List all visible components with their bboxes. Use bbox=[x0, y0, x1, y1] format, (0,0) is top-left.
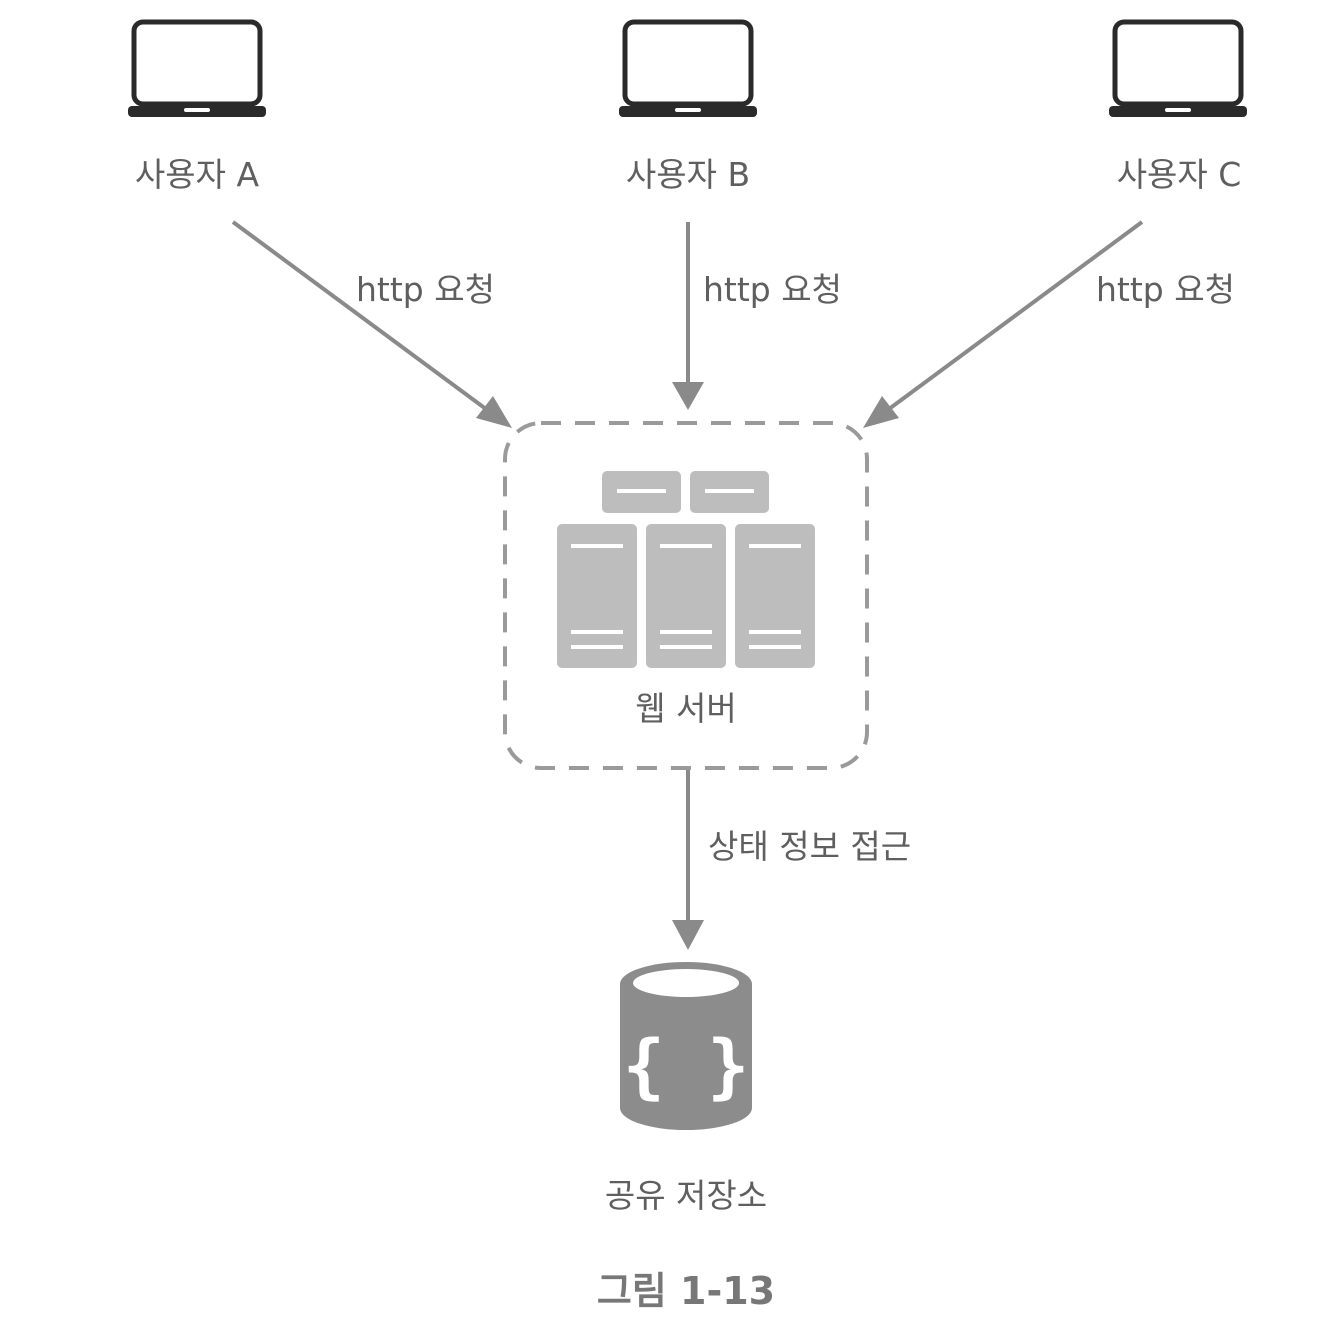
shared-storage-label: 공유 저장소 bbox=[605, 1176, 767, 1215]
arrow-user-c-to-server bbox=[863, 220, 1144, 428]
state-access-label: 상태 정보 접근 bbox=[708, 827, 911, 866]
laptop-icon bbox=[619, 19, 757, 117]
figure-caption: 그림 1-13 bbox=[597, 1269, 775, 1313]
arrow-user-b-to-server bbox=[672, 222, 704, 410]
laptop-icon bbox=[1109, 19, 1247, 117]
user-a-label: 사용자 A bbox=[135, 155, 260, 194]
user-b-label: 사용자 B bbox=[626, 155, 750, 194]
request-label-c: http 요청 bbox=[1096, 270, 1235, 309]
laptop-icon bbox=[128, 19, 266, 117]
web-server-label: 웹 서버 bbox=[635, 689, 737, 728]
server-rack-icon bbox=[557, 471, 815, 668]
svg-text:{ }: { } bbox=[623, 1025, 749, 1107]
arrow-server-to-storage bbox=[672, 770, 704, 950]
database-icon: { } bbox=[620, 962, 752, 1130]
user-c-label: 사용자 C bbox=[1117, 155, 1242, 194]
request-label-a: http 요청 bbox=[356, 270, 495, 309]
request-label-b: http 요청 bbox=[703, 270, 842, 309]
web-server-container bbox=[503, 421, 869, 770]
arrow-user-a-to-server bbox=[231, 220, 512, 428]
